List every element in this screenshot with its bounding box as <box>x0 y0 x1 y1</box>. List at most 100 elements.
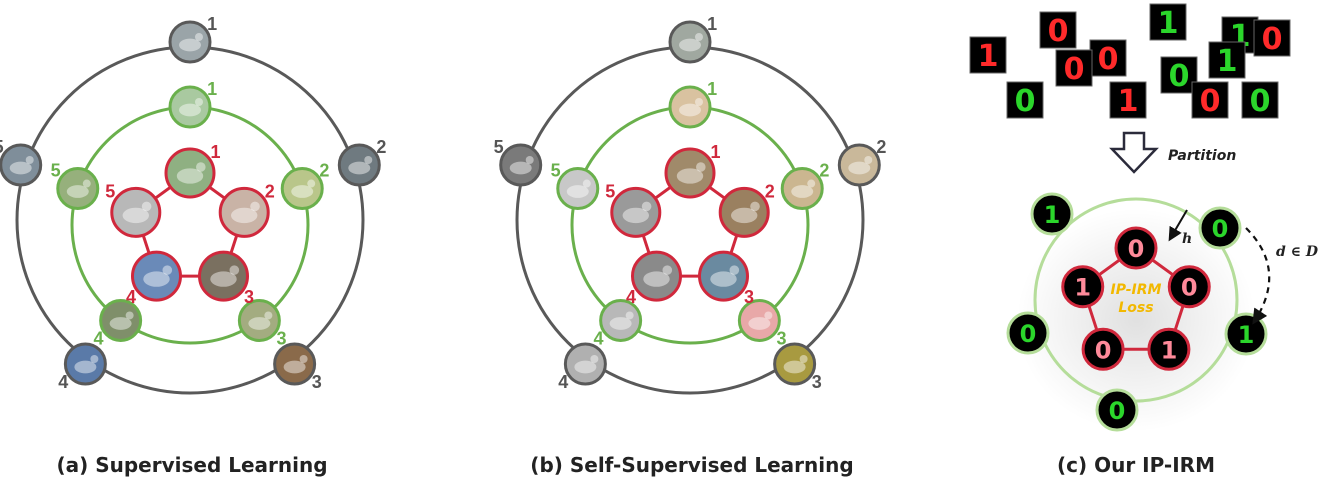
animal-head-icon <box>299 355 308 364</box>
node-label: 3 <box>744 287 754 307</box>
animal-silhouette-icon <box>676 168 704 184</box>
middle-node: 4 <box>594 298 643 349</box>
animal-head-icon <box>195 33 203 41</box>
digit-tile: 0 <box>1006 81 1044 119</box>
digit-glyph: 0 <box>1169 59 1190 94</box>
animal-silhouette-icon <box>643 271 670 287</box>
node-label: 4 <box>94 329 104 349</box>
digit-tile: 1 <box>969 36 1007 74</box>
animal-silhouette-icon <box>291 185 314 198</box>
node-label: 5 <box>105 181 115 201</box>
inner-node: 4 <box>626 250 682 307</box>
image-thumbnail <box>56 167 100 211</box>
animal-silhouette-icon <box>283 360 306 374</box>
middle-node: 2 <box>280 160 329 211</box>
animal-head-icon <box>696 162 706 172</box>
animal-silhouette-icon <box>574 360 597 374</box>
outer-digit-node: 1 <box>1224 312 1268 356</box>
loss-label-line2: Loss <box>1118 300 1153 316</box>
animal-silhouette-icon <box>9 161 32 175</box>
image-thumbnail <box>168 20 212 64</box>
image-thumbnail <box>130 250 182 302</box>
outer-node: 3 <box>273 342 322 392</box>
node-label: 1 <box>210 142 220 162</box>
image-thumbnail <box>164 147 216 199</box>
node-label: 5 <box>51 160 61 180</box>
partition-arrow-icon <box>1109 131 1159 174</box>
image-thumbnail <box>599 298 643 342</box>
animal-silhouette-icon <box>679 103 701 117</box>
h-label: h <box>1182 231 1192 247</box>
image-thumbnail <box>556 167 600 211</box>
outer-node: 3 <box>773 342 822 392</box>
animal-silhouette-icon <box>143 271 170 287</box>
digit-glyph: 0 <box>1128 235 1145 263</box>
animal-silhouette-icon <box>679 38 701 52</box>
node-label: 3 <box>312 372 322 392</box>
node-label: 2 <box>376 137 386 157</box>
outer-digit-node: 0 <box>1006 311 1050 355</box>
inner-node: 5 <box>605 181 662 238</box>
node-label: 1 <box>710 142 720 162</box>
digit-glyph: 0 <box>1200 84 1221 119</box>
digit-tile: 1 <box>1149 3 1187 41</box>
inner-node: 5 <box>105 181 162 238</box>
animal-head-icon <box>729 265 740 275</box>
outer-node: 2 <box>837 137 886 187</box>
node-label: 4 <box>126 287 136 307</box>
animal-silhouette-icon <box>179 38 201 52</box>
image-thumbnail <box>837 143 881 187</box>
outer-node: 1 <box>168 14 217 64</box>
outer-node: 5 <box>494 137 543 187</box>
animal-silhouette-icon <box>66 185 89 198</box>
image-thumbnail <box>63 342 107 386</box>
node-label: 2 <box>265 181 275 201</box>
image-thumbnail <box>237 298 281 342</box>
animal-silhouette-icon <box>731 207 758 224</box>
middle-node: 4 <box>94 298 143 349</box>
image-thumbnail <box>610 186 662 238</box>
animal-head-icon <box>750 201 760 212</box>
animal-head-icon <box>364 155 373 164</box>
animal-silhouette-icon <box>791 185 814 198</box>
animal-head-icon <box>90 355 99 364</box>
panel-caption: (b) Self-Supervised Learning <box>530 453 853 477</box>
digit-glyph: 1 <box>1074 274 1091 302</box>
animal-silhouette-icon <box>566 185 589 198</box>
node-label: 2 <box>876 137 886 157</box>
node-label: 1 <box>707 14 717 34</box>
panel-caption: (c) Our IP-IRM <box>1057 453 1215 477</box>
animal-head-icon <box>662 265 673 275</box>
middle-node: 3 <box>237 298 286 349</box>
animal-silhouette-icon <box>248 317 271 330</box>
node-label: 2 <box>819 160 829 180</box>
animal-head-icon <box>195 98 203 106</box>
image-thumbnail <box>668 85 712 129</box>
node-label: 5 <box>0 137 4 157</box>
inner-node: 3 <box>198 250 254 307</box>
digit-tile: 0 <box>1039 11 1077 49</box>
animal-head-icon <box>695 98 703 106</box>
image-thumbnail <box>780 167 824 211</box>
partition-label: Partition <box>1168 148 1236 164</box>
animal-head-icon <box>590 355 599 364</box>
animal-head-icon <box>229 265 240 275</box>
digit-glyph: 0 <box>1212 215 1229 243</box>
node-label: 3 <box>244 287 254 307</box>
node-label: 3 <box>276 329 286 349</box>
node-label: 4 <box>558 372 568 392</box>
digit-glyph: 0 <box>1098 42 1119 77</box>
animal-head-icon <box>307 179 316 188</box>
node-label: 5 <box>494 137 504 157</box>
image-thumbnail <box>499 143 543 187</box>
animal-head-icon <box>799 355 808 364</box>
animal-head-icon <box>82 179 91 188</box>
inner-node: 1 <box>164 142 221 199</box>
inner-digit-node: 1 <box>1147 327 1191 371</box>
middle-node: 3 <box>737 298 786 349</box>
node-label: 5 <box>605 181 615 201</box>
